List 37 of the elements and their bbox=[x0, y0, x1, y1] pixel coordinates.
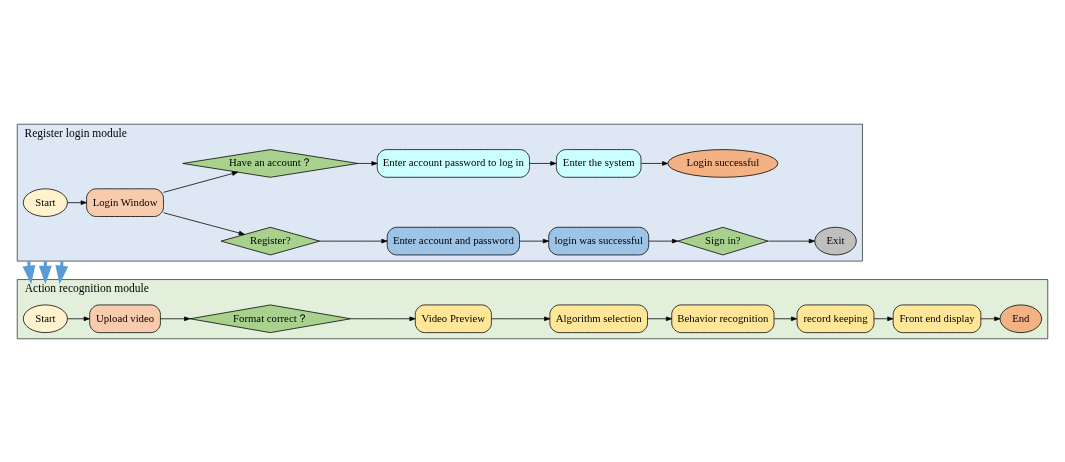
arrow bbox=[648, 238, 679, 243]
arrow bbox=[350, 316, 416, 321]
arrow bbox=[491, 316, 551, 321]
arrow bbox=[163, 170, 239, 193]
node-box: Enter the system bbox=[556, 148, 642, 178]
node-box: login was successful bbox=[548, 226, 650, 255]
arrow bbox=[67, 199, 87, 205]
node-box: Algorithm selection bbox=[549, 304, 648, 333]
arrow bbox=[980, 316, 1001, 321]
arrow bbox=[67, 316, 90, 321]
arrow bbox=[647, 316, 673, 321]
node-diamond: Register? bbox=[220, 226, 321, 255]
node-box: Behavior recognition bbox=[671, 304, 775, 333]
arrow bbox=[767, 238, 815, 243]
node-box: Login Window bbox=[86, 187, 164, 217]
arrow bbox=[319, 238, 388, 243]
node-diamond: Format correct？ bbox=[189, 304, 352, 333]
node-box: Enter account and password bbox=[386, 226, 520, 255]
node-box: Video Preview bbox=[414, 304, 492, 333]
arrow bbox=[519, 238, 550, 243]
node-ellipse: Start bbox=[22, 304, 68, 333]
node-box: Upload video bbox=[89, 304, 161, 333]
arrow bbox=[357, 160, 378, 166]
arrow bbox=[773, 316, 798, 321]
arrow bbox=[163, 211, 245, 235]
node-ellipse: Start bbox=[22, 187, 68, 217]
node-ellipse: End bbox=[999, 304, 1042, 333]
arrow bbox=[529, 160, 557, 166]
arrow bbox=[160, 316, 191, 321]
node-box: record keeping bbox=[796, 304, 875, 333]
node-box: Front end display bbox=[892, 304, 982, 333]
node-diamond: Sign in? bbox=[677, 226, 769, 255]
node-box: Enter account password to log in bbox=[376, 148, 530, 178]
node-ellipse: Exit bbox=[814, 226, 857, 255]
arrow bbox=[640, 160, 669, 166]
arrow bbox=[873, 316, 894, 321]
node-ellipse: Login successful bbox=[667, 148, 779, 178]
